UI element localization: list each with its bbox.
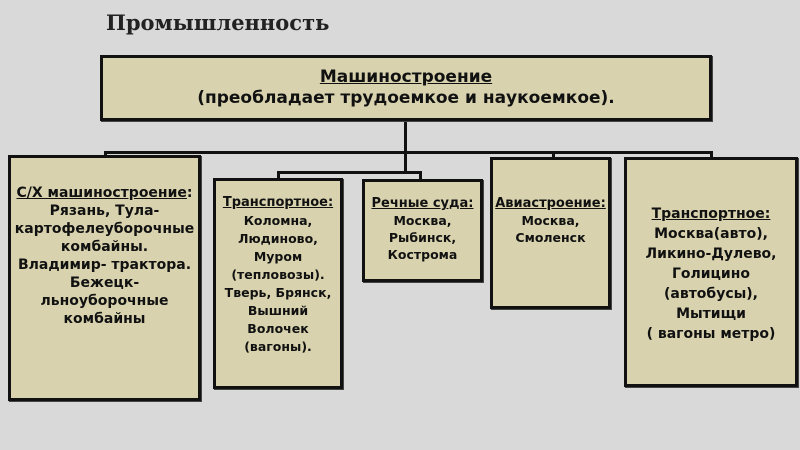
node-line: (автобусы), [663,286,758,302]
node-line: Рыбинск, [388,230,457,245]
page-title: Промышленность [106,10,330,35]
node-line: Волочек [247,321,309,336]
node-line: Коломна, [243,213,313,228]
node-line: ( вагоны метро) [646,326,776,342]
node-line: Голицино [671,266,751,282]
node-transport-auto: Транспортное: Москва(авто), Ликино-Дулев… [624,157,798,387]
node-line: льноуборочные [40,293,169,309]
node-heading: Транспортное: [651,206,771,222]
node-line: Людиново, [238,231,318,246]
node-line: Тверь, Брянск, [224,285,332,300]
node-heading: Речные суда: [371,196,474,211]
node-line: Смоленск [515,230,586,245]
node-heading: С/Х машиностроение [16,185,187,201]
root-subtitle: (преобладает трудоемкое и наукоемкое). [197,88,615,108]
connector [710,151,713,158]
node-line: картофелеуборочные [14,221,195,237]
node-line: (тепловозы). [231,267,325,282]
node-line: Москва, [393,213,452,228]
node-line: Мытищи [676,306,746,322]
node-line: Владимир- трактора. [17,257,192,273]
connector [277,171,422,174]
node-aircraft-industry: Авиастроение: Москва, Смоленск [490,157,611,309]
connector [552,151,555,158]
node-heading-colon: : [186,185,193,201]
node-heading: Транспортное: [222,195,334,210]
node-line: комбайны [63,311,146,327]
node-line: Москва(авто), [654,226,768,242]
node-river-vessels: Речные суда: Москва, Рыбинск, Кострома [362,179,483,282]
node-line: Кострома [387,247,458,262]
connector [404,151,407,173]
node-line: Муром [253,249,303,264]
connector [104,151,713,154]
connector [104,151,107,157]
connector [277,171,280,179]
node-line: Вышний [247,303,309,318]
connector [404,120,407,153]
node-line: комбайны. [60,239,149,255]
node-line: Рязань, Тула- [49,203,160,219]
node-line: (вагоны). [244,339,312,354]
root-title: Машиностроение [319,67,493,87]
node-agricultural-machinery: С/Х машиностроение: Рязань, Тула- картоф… [8,155,201,401]
node-line: Бежецк- [69,275,140,291]
node-line: Ликино-Дулево, [645,246,777,262]
connector [419,171,422,180]
root-node-mechanical-engineering: Машиностроение (преобладает трудоемкое и… [100,55,712,121]
node-transport-rail: Транспортное: Коломна, Людиново, Муром (… [213,178,343,389]
node-line: Москва, [521,213,580,228]
node-heading: Авиастроение: [495,196,606,211]
